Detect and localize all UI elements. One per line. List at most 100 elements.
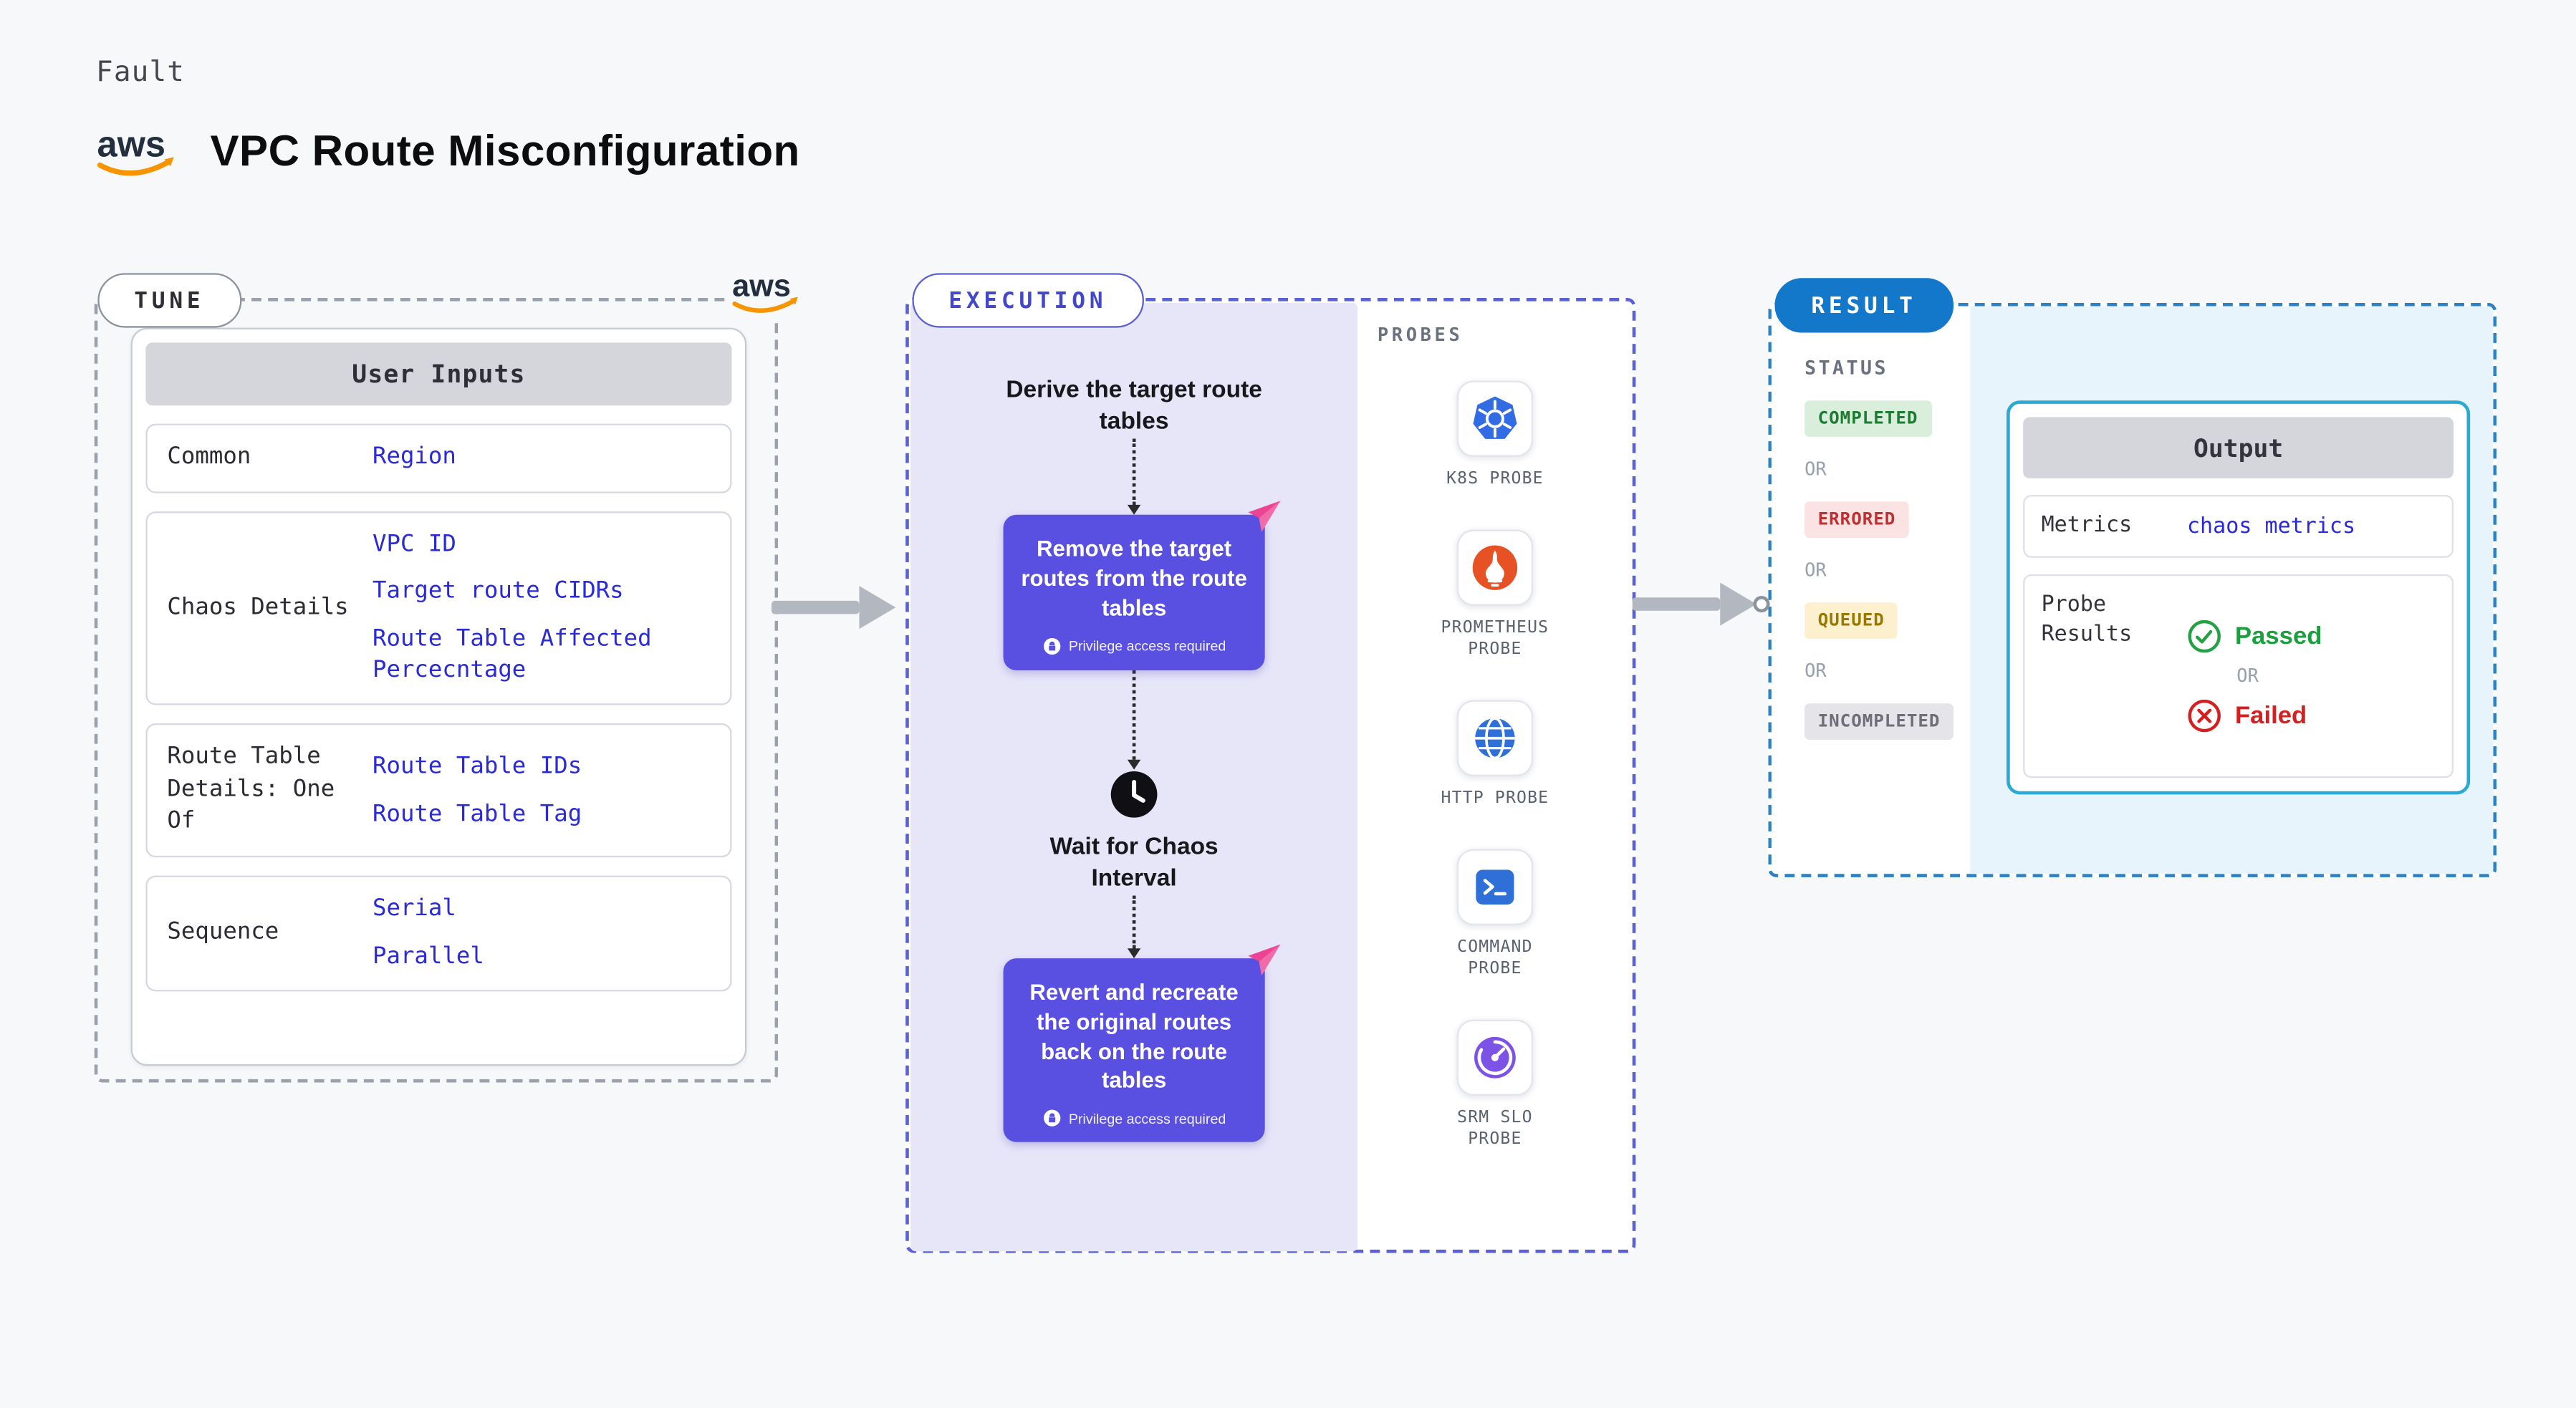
probe-name: HTTP PROBE (1441, 789, 1549, 808)
chaos-flag-icon (1248, 944, 1281, 976)
status-or: OR (1804, 660, 1827, 683)
input-row-values: Serial Parallel (373, 877, 730, 990)
output-header: Output (2023, 417, 2454, 478)
probe-card (1456, 529, 1534, 606)
privilege-lock-icon (1042, 637, 1060, 655)
title-row: aws VPC Route Misconfiguration (92, 119, 799, 182)
probes-column: PROBES (1357, 302, 1633, 1250)
privilege-text: Privilege access required (1068, 1110, 1226, 1127)
probe-name: COMMAND PROBE (1457, 938, 1533, 978)
probe-item-http: HTTP PROBE (1432, 700, 1558, 810)
prometheus-icon (1472, 545, 1518, 590)
input-row-values: VPC ID Target route CIDRs Route Table Af… (373, 513, 730, 704)
passed-text: Passed (2234, 622, 2322, 651)
status-or: OR (1804, 559, 1827, 582)
status-badge-errored: ERRORED (1804, 501, 1909, 539)
input-row-values: Region (373, 426, 730, 491)
privilege-badge: Privilege access required (1020, 637, 1249, 655)
kubernetes-icon (1473, 396, 1517, 439)
probe-item-k8s: K8S PROBE (1432, 380, 1558, 491)
action-revert-routes: Revert and recreate the original routes … (1003, 944, 1281, 1143)
page-title: VPC Route Misconfiguration (210, 125, 800, 175)
input-row-label: Common (167, 443, 251, 471)
input-value: Target route CIDRs (372, 578, 624, 605)
action-text: Remove the target routes from the route … (1021, 536, 1247, 621)
aws-logo-icon-small: aws (725, 261, 812, 322)
flow-connector (1127, 439, 1141, 516)
input-row-route-table-details: Route Table Details: One Of Route Table … (145, 723, 732, 858)
input-value: Region (372, 444, 456, 471)
probe-card (1456, 849, 1534, 925)
passed-check-icon (2188, 620, 2221, 653)
user-inputs-card: User Inputs Common Region Chaos Details … (130, 327, 747, 1066)
probe-results-values: Passed OR Failed (2187, 591, 2322, 761)
tune-section: TUNE aws User Inputs Common Region Chaos… (94, 261, 812, 1083)
input-row-chaos-details: Chaos Details VPC ID Target route CIDRs … (145, 511, 732, 705)
input-value: Parallel (372, 942, 484, 970)
probe-result-failed: Failed (2187, 699, 2322, 734)
privilege-lock-icon (1042, 1109, 1060, 1127)
execution-pill: EXECUTION (912, 273, 1144, 328)
failed-cross-icon (2188, 700, 2221, 733)
input-value: Serial (372, 895, 456, 922)
action-remove-routes: Remove the target routes from the route … (1003, 501, 1281, 670)
probe-item-command: COMMAND PROBE (1432, 849, 1558, 980)
privilege-badge: Privilege access required (1020, 1109, 1249, 1127)
privilege-text: Privilege access required (1068, 637, 1226, 655)
flow-connector (1127, 895, 1141, 958)
status-badge-incompleted: INCOMPLETED (1804, 703, 1953, 741)
arrow-tune-to-execution (771, 586, 898, 630)
input-row-label: Chaos Details (167, 593, 349, 620)
execution-flow: Derive the target route tables Remove th… (910, 302, 1358, 1252)
status-or: OR (1804, 458, 1827, 481)
input-row-common: Common Region (145, 423, 732, 493)
aws-logo-text: aws (97, 123, 165, 164)
failed-text: Failed (2234, 702, 2307, 730)
flow-step-derive: Derive the target route tables (1006, 377, 1262, 436)
globe-icon (1475, 717, 1515, 760)
output-row-probe-results: Probe Results Passed OR (2023, 574, 2454, 778)
gauge-icon (1474, 1036, 1516, 1079)
probe-card (1456, 380, 1534, 457)
status-badge-completed: COMPLETED (1804, 400, 1931, 438)
aws-logo-text-small: aws (732, 269, 791, 304)
probe-name: SRM SLO PROBE (1457, 1109, 1533, 1149)
aws-logo-icon: aws (97, 123, 174, 176)
probe-name: PROMETHEUS PROBE (1441, 619, 1549, 659)
metrics-value: chaos metrics (2186, 513, 2356, 539)
output-card: Output Metrics chaos metrics Probe Resul… (2007, 400, 2471, 795)
input-value: Route Table Affected Percecntage (372, 626, 652, 685)
user-inputs-header: User Inputs (145, 342, 732, 406)
status-column: STATUS COMPLETED OR ERRORED OR QUEUED OR… (1772, 307, 1974, 741)
flow-step-wait: Wait for Chaos Interval (1049, 834, 1219, 892)
probe-results-label: Probe Results (2041, 592, 2133, 648)
probe-item-srm-slo: SRM SLO PROBE (1432, 1019, 1558, 1151)
connector-dot (1753, 595, 1770, 613)
result-section: RESULT STATUS COMPLETED OR ERRORED OR QU… (1768, 278, 2497, 877)
probe-item-prometheus: PROMETHEUS PROBE (1432, 529, 1558, 661)
clock-icon (1110, 771, 1158, 817)
probe-name: K8S PROBE (1446, 470, 1544, 488)
probes-label: PROBES (1377, 324, 1464, 347)
input-row-sequence: Sequence Serial Parallel (145, 875, 732, 991)
flow-connector (1127, 670, 1141, 769)
tune-pill: TUNE (97, 273, 241, 328)
execution-section: EXECUTION Derive the target route tables… (905, 273, 1636, 1253)
probe-result-passed: Passed (2187, 619, 2322, 655)
output-row-metrics: Metrics chaos metrics (2023, 495, 2454, 559)
arrow-execution-to-result (1632, 582, 1759, 626)
fault-label: Fault (96, 56, 186, 90)
status-label: STATUS (1804, 355, 1888, 380)
input-row-values: Route Table IDs Route Table Tag (373, 734, 730, 847)
result-pill: RESULT (1774, 278, 1953, 333)
action-text: Revert and recreate the original routes … (1029, 980, 1239, 1094)
metrics-label: Metrics (2041, 513, 2133, 539)
probe-card (1456, 700, 1534, 776)
input-value: Route Table IDs (372, 752, 582, 779)
input-value: Route Table Tag (372, 800, 582, 827)
output-or: OR (2236, 665, 2259, 688)
probe-card (1456, 1019, 1534, 1096)
input-row-label: Sequence (167, 918, 279, 945)
terminal-icon (1476, 869, 1514, 905)
